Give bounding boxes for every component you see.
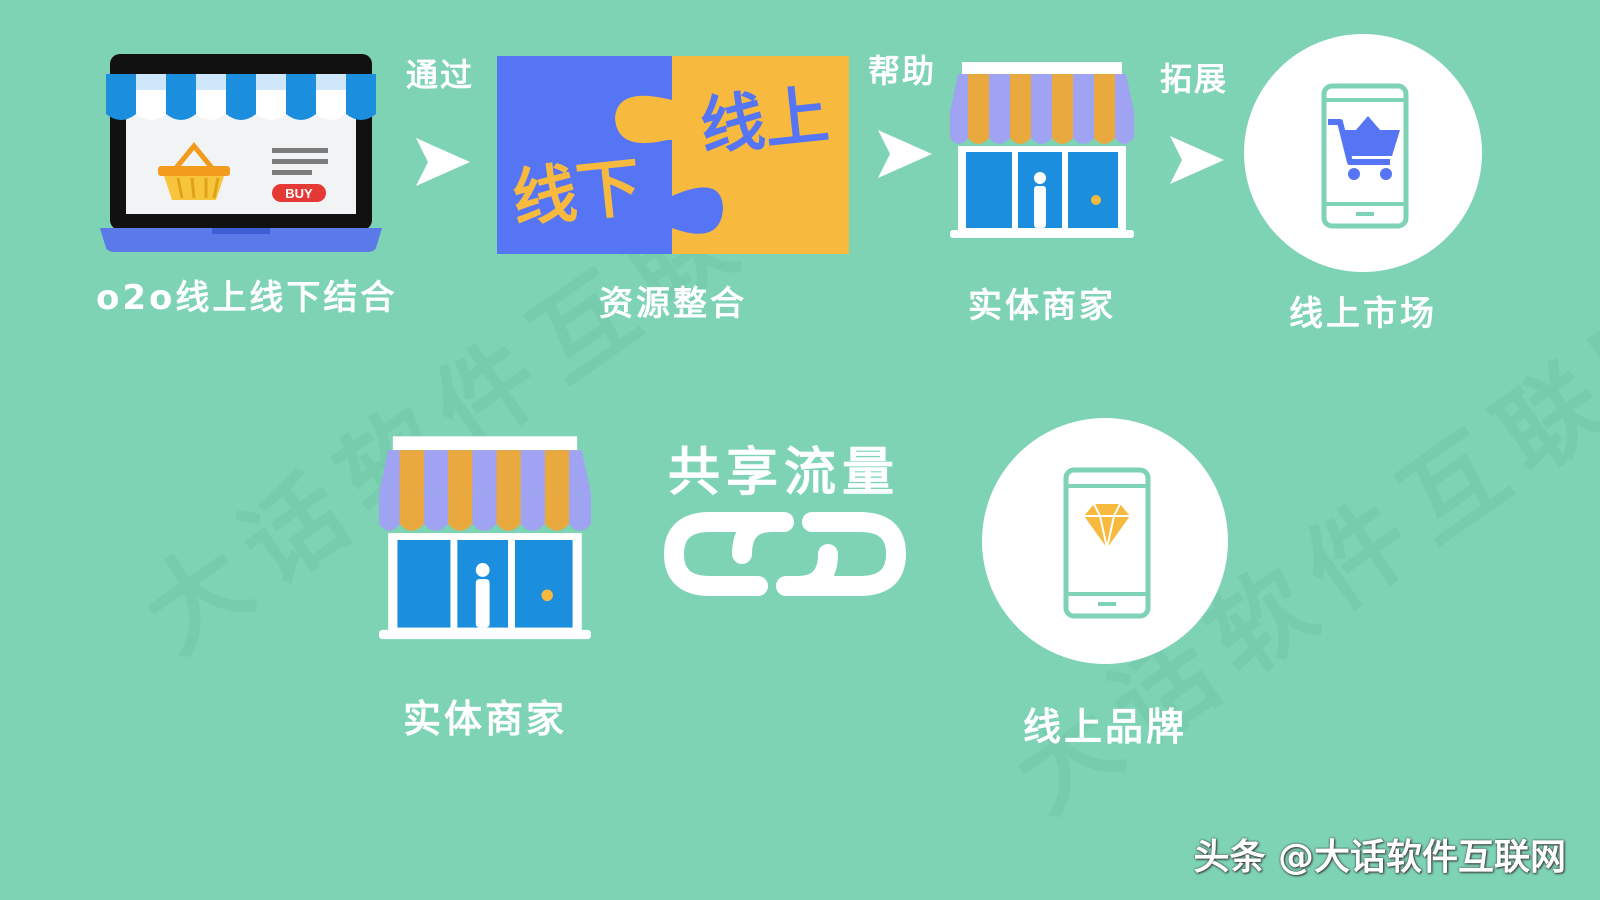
share-traffic-title: 共享流量 xyxy=(667,443,900,503)
step3-label: 实体商家 xyxy=(968,286,1116,326)
mobile-cart-icon xyxy=(1244,34,1482,272)
arrow1-label: 通过 xyxy=(406,56,475,94)
right-arrow-icon xyxy=(874,128,934,180)
puzzle-icon xyxy=(497,56,849,254)
laptop-shop-icon: BUY xyxy=(96,50,386,255)
storefront-icon xyxy=(372,434,598,646)
step2-label: 资源整合 xyxy=(599,284,747,324)
arrow2-label: 帮助 xyxy=(868,52,937,90)
puzzle-offline-text: 线下 xyxy=(509,150,645,238)
bottom-right-label: 线上品牌 xyxy=(1022,705,1187,749)
right-arrow-icon xyxy=(1166,134,1226,186)
right-arrow-icon xyxy=(412,136,472,188)
puzzle-online-text: 线上 xyxy=(697,78,833,166)
buy-badge: BUY xyxy=(285,186,313,201)
storefront-icon xyxy=(944,60,1140,244)
bottom-left-label: 实体商家 xyxy=(402,697,567,741)
step1-label: o2o线上线下结合 xyxy=(96,278,398,318)
step4-label: 线上市场 xyxy=(1289,294,1437,334)
arrow3-label: 拓展 xyxy=(1160,60,1229,98)
source-credit: 头条 @大话软件互联网 xyxy=(1193,837,1566,878)
mobile-diamond-icon xyxy=(982,418,1228,664)
chain-link-icon xyxy=(662,508,908,600)
